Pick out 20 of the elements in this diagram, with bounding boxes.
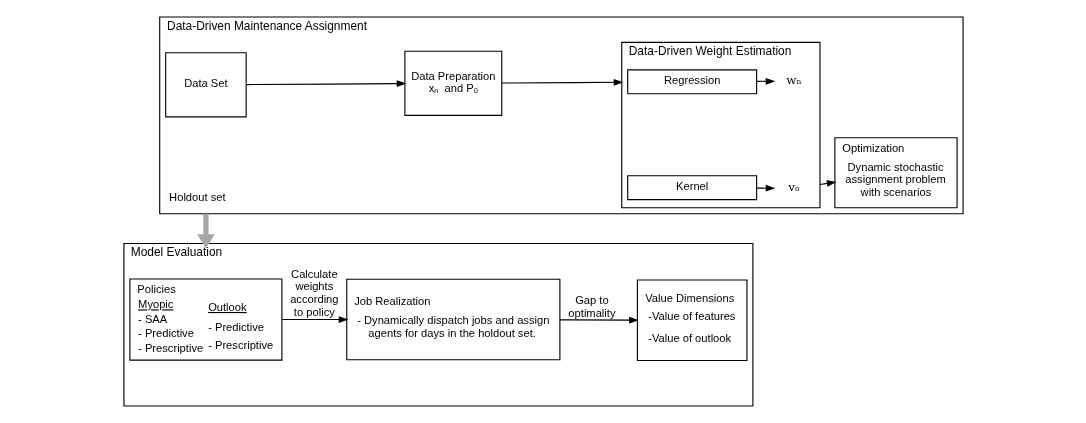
arrow bbox=[558, 316, 639, 324]
arrow bbox=[245, 80, 406, 88]
node-text: wₙ bbox=[785, 72, 802, 87]
node-box: Job Realization - Dynamically dispatch jobs and assign agents for days in the holdout set. bbox=[345, 278, 560, 361]
arrow bbox=[196, 213, 215, 249]
node-box: Regression bbox=[626, 69, 757, 95]
edge-label: Holdout set bbox=[168, 190, 226, 203]
node-box: Kernel bbox=[626, 175, 757, 201]
arrow bbox=[500, 79, 623, 86]
node-box: Optimization Dynamic stochastic assignment problem with scenarios bbox=[833, 137, 958, 209]
arrow bbox=[755, 184, 775, 192]
node-box: Data Set bbox=[164, 52, 247, 118]
node-box: Policies Myopic - SAA - Predictive - Prescriptive Outlook - Predictive - Prescriptive bbox=[128, 278, 282, 361]
node-box: Data Preparation xₙ and Pₒ bbox=[403, 50, 502, 116]
arrow bbox=[818, 180, 837, 187]
node-box: Value Dimensions -Value of features -Value of outlook bbox=[636, 279, 747, 362]
edge-label: Calculate weights according to policy bbox=[289, 267, 339, 318]
edge-label: Gap to optimality bbox=[567, 293, 615, 319]
node-text: vₒ bbox=[787, 180, 800, 195]
arrow bbox=[281, 316, 348, 323]
